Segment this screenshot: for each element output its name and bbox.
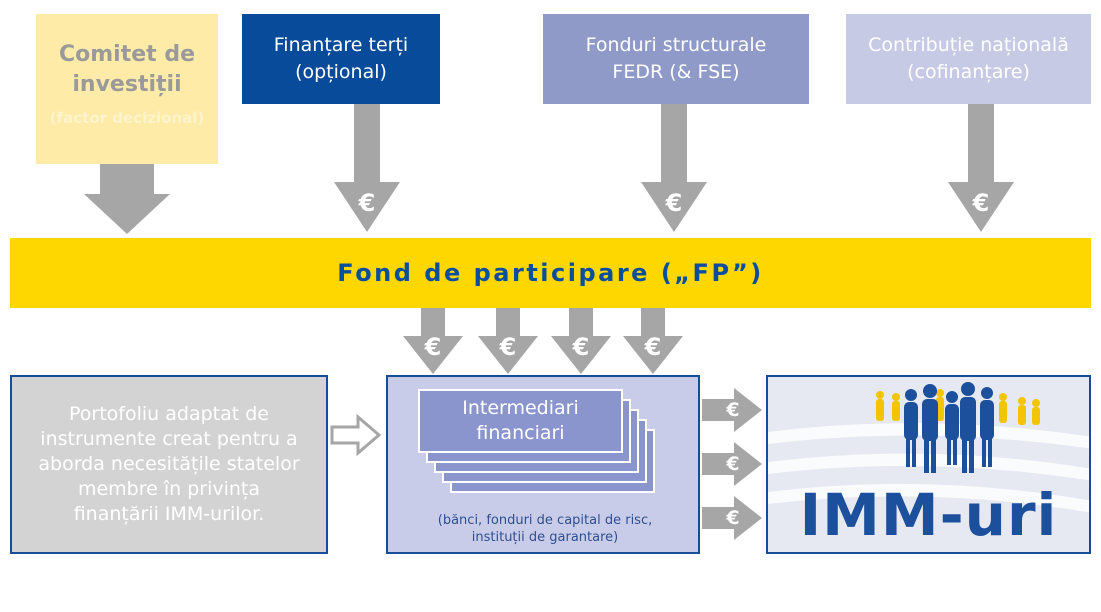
fund-down-arrow-icon <box>478 308 538 374</box>
committee-line2: investiții <box>72 72 182 97</box>
portfolio-line: finanțării IMM-urilor. <box>73 503 265 525</box>
fund-down-arrow-icon <box>403 308 463 374</box>
committee-line1: Comitet de <box>58 42 195 67</box>
euro-icon: € <box>972 189 990 217</box>
intermediaries-line1: Intermediari <box>462 397 579 419</box>
portfolio-line: membre în privința <box>77 478 261 500</box>
euro-icon: € <box>726 399 740 421</box>
national-line2: (cofinanțare) <box>907 61 1030 83</box>
portfolio-description-box: Portofoliu adaptat de instrumente creat … <box>10 375 328 554</box>
euro-icon: € <box>572 333 590 361</box>
structural-line2: FEDR (& FSE) <box>612 61 740 83</box>
portfolio-line: instrumente creat pentru a <box>40 428 298 450</box>
intermediaries-line2: financiari <box>476 422 565 444</box>
third-party-down-arrow-icon <box>334 104 400 232</box>
intermediaries-note2: instituții de garantare) <box>471 530 619 545</box>
third-party-line2: (opțional) <box>295 61 387 83</box>
euro-icon: € <box>499 333 517 361</box>
third-party-financing-box: Finanțare terți (opțional) <box>242 14 440 104</box>
euro-icon: € <box>665 189 683 217</box>
portfolio-line: aborda necesitățile statelor <box>38 453 300 475</box>
euro-icon: € <box>644 333 662 361</box>
participation-fund-bar: Fond de participare („FP”) <box>10 238 1091 308</box>
right-arrow-icon <box>702 496 762 540</box>
national-down-arrow-icon <box>948 104 1014 232</box>
intermediaries-front-card: Intermediari financiari <box>418 389 623 453</box>
committee-down-arrow-icon <box>84 164 170 234</box>
structural-funds-box: Fonduri structurale FEDR (& FSE) <box>543 14 809 104</box>
fund-down-arrow-icon <box>551 308 611 374</box>
national-contribution-box: Contribuție națională (cofinanțare) <box>846 14 1091 104</box>
intermediaries-note1: (bănci, fonduri de capital de risc, <box>437 513 653 528</box>
structural-line1: Fonduri structurale <box>585 34 767 56</box>
intermediaries-note: (bănci, fonduri de capital de risc, inst… <box>386 512 704 546</box>
euro-icon: € <box>726 453 740 475</box>
people-crowd-icon <box>768 382 1089 513</box>
committee-line3: (factor decizional) <box>49 109 205 127</box>
euro-icon: € <box>424 333 442 361</box>
right-arrow-icon <box>702 442 762 486</box>
structural-down-arrow-icon <box>641 104 707 232</box>
investment-committee-box: Comitet de investiții (factor decizional… <box>36 14 218 164</box>
fund-down-arrow-icon <box>623 308 683 374</box>
fund-label: Fond de participare („FP”) <box>337 259 764 287</box>
euro-icon: € <box>726 507 740 529</box>
euro-icon: € <box>358 189 376 217</box>
hollow-right-arrow-icon <box>330 414 382 456</box>
sme-label: IMM-uri <box>799 481 1058 549</box>
third-party-line1: Finanțare terți <box>273 34 409 56</box>
right-arrow-icon <box>702 388 762 432</box>
portfolio-line: Portofoliu adaptat de <box>69 403 269 425</box>
sme-box: IMM-uri <box>766 375 1091 554</box>
national-line1: Contribuție națională <box>868 34 1069 56</box>
